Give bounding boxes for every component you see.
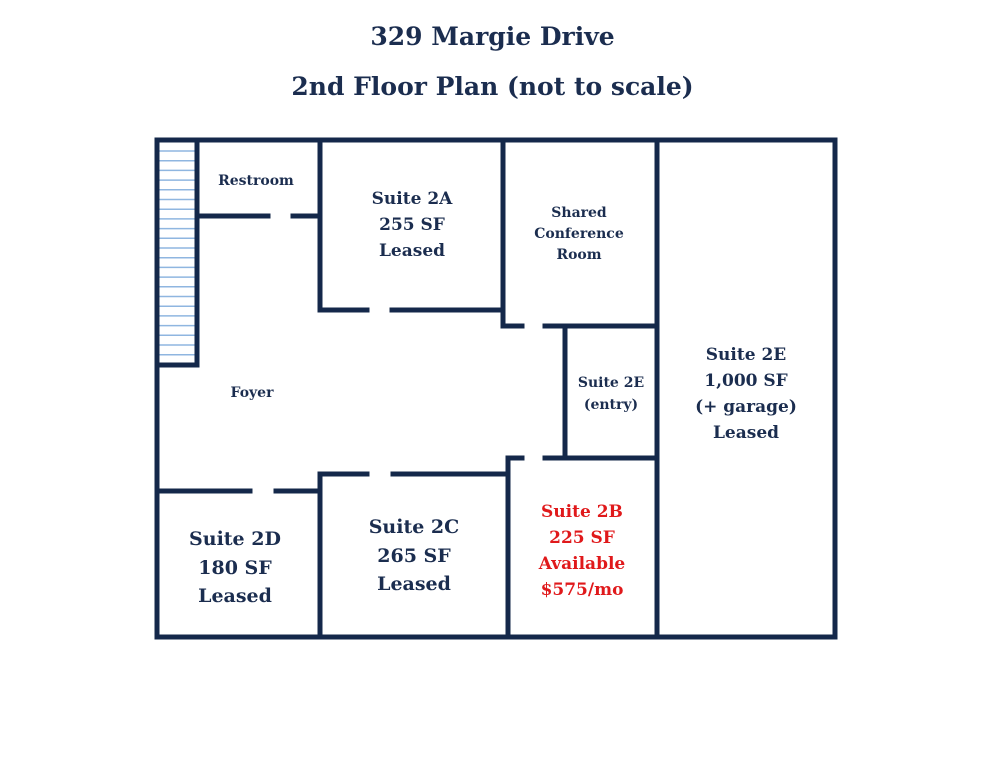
- suite-2c-area: 265 SF: [377, 545, 451, 567]
- foyer-label: Foyer: [231, 385, 275, 401]
- page-subtitle: 2nd Floor Plan (not to scale): [291, 72, 694, 101]
- suite-2e-name: Suite 2E: [706, 345, 787, 365]
- suite-2e-note: (+ garage): [695, 397, 797, 417]
- conference-line-3: Room: [556, 247, 601, 263]
- suite-2b-price: $575/mo: [541, 580, 624, 600]
- room-restroom: Restroom: [218, 173, 294, 189]
- suite-2d-area: 180 SF: [198, 557, 272, 579]
- restroom-label: Restroom: [218, 173, 294, 189]
- suite-2e-status: Leased: [713, 423, 779, 443]
- suite-2a-status: Leased: [379, 241, 445, 261]
- suite-2c-status: Leased: [377, 573, 451, 595]
- room-suite-2b: Suite 2B 225 SF Available $575/mo: [538, 502, 626, 600]
- stairs-icon: [158, 141, 197, 365]
- conference-line-2: Conference: [534, 226, 624, 242]
- conference-line-1: Shared: [551, 205, 607, 221]
- suite-2b-area: 225 SF: [549, 528, 615, 548]
- room-suite-2e-entry: Suite 2E (entry): [578, 375, 644, 413]
- room-suite-2d: Suite 2D 180 SF Leased: [189, 528, 281, 607]
- room-suite-2e: Suite 2E 1,000 SF (+ garage) Leased: [695, 345, 797, 443]
- suite-2d-status: Leased: [198, 585, 272, 607]
- room-foyer: Foyer: [231, 385, 275, 401]
- suite-2b-name: Suite 2B: [541, 502, 623, 522]
- suite-2e-entry-name: Suite 2E: [578, 375, 644, 391]
- suite-2e-entry-note: (entry): [584, 397, 638, 413]
- suite-2d-name: Suite 2D: [189, 528, 281, 550]
- suite-2a-name: Suite 2A: [372, 189, 454, 209]
- suite-2b-status: Available: [538, 554, 626, 574]
- suite-2c-name: Suite 2C: [369, 516, 460, 538]
- page-title: 329 Margie Drive: [370, 22, 615, 51]
- suite-2e-area: 1,000 SF: [704, 371, 788, 391]
- room-suite-2a: Suite 2A 255 SF Leased: [372, 189, 454, 261]
- room-suite-2c: Suite 2C 265 SF Leased: [369, 516, 460, 595]
- room-conference: Shared Conference Room: [534, 205, 624, 263]
- floor-plan-walls: [154, 137, 838, 640]
- suite-2a-area: 255 SF: [379, 215, 445, 235]
